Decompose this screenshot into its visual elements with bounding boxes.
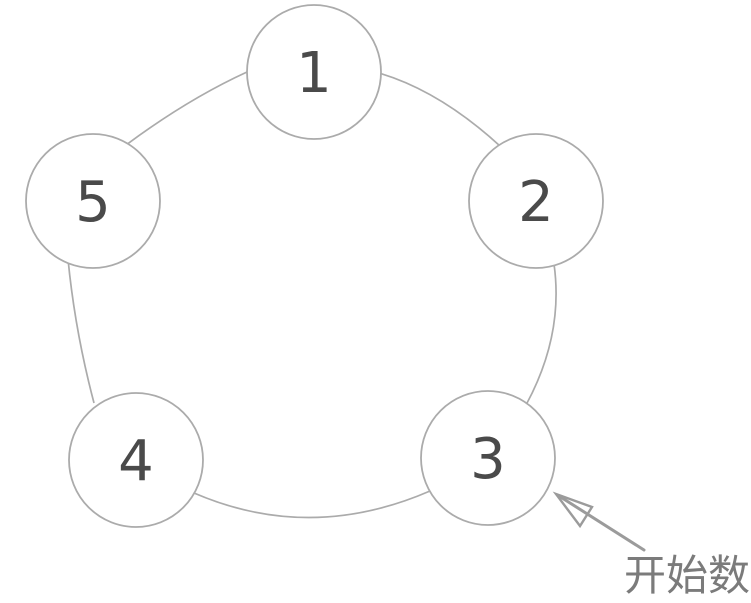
- node-1: 1: [246, 4, 382, 140]
- ring-arc-5-1: [125, 71, 248, 146]
- ring-arc-4-5: [67, 258, 95, 404]
- ring-arc-2-3: [525, 263, 557, 406]
- node-5-label: 5: [75, 170, 111, 235]
- ring-arc-1-2: [378, 72, 501, 147]
- node-2: 2: [468, 133, 604, 269]
- start-arrow: [552, 491, 646, 552]
- start-arrow-head-icon: [552, 491, 594, 529]
- node-5-circle: [25, 133, 161, 269]
- node-2-circle: [468, 133, 604, 269]
- node-3-circle: [420, 390, 556, 526]
- node-4: 4: [68, 392, 204, 528]
- node-3: 3: [420, 390, 556, 526]
- ring-arc-3-4: [193, 490, 431, 519]
- node-3-label: 3: [470, 427, 506, 492]
- start-arrow-shaft: [557, 494, 646, 552]
- start-annotation: 开始数: [624, 551, 750, 600]
- node-1-circle: [246, 4, 382, 140]
- node-5: 5: [25, 133, 161, 269]
- node-4-circle: [68, 392, 204, 528]
- ring: [67, 71, 557, 519]
- node-4-label: 4: [118, 429, 154, 494]
- node-2-label: 2: [518, 170, 554, 235]
- node-1-label: 1: [296, 41, 332, 106]
